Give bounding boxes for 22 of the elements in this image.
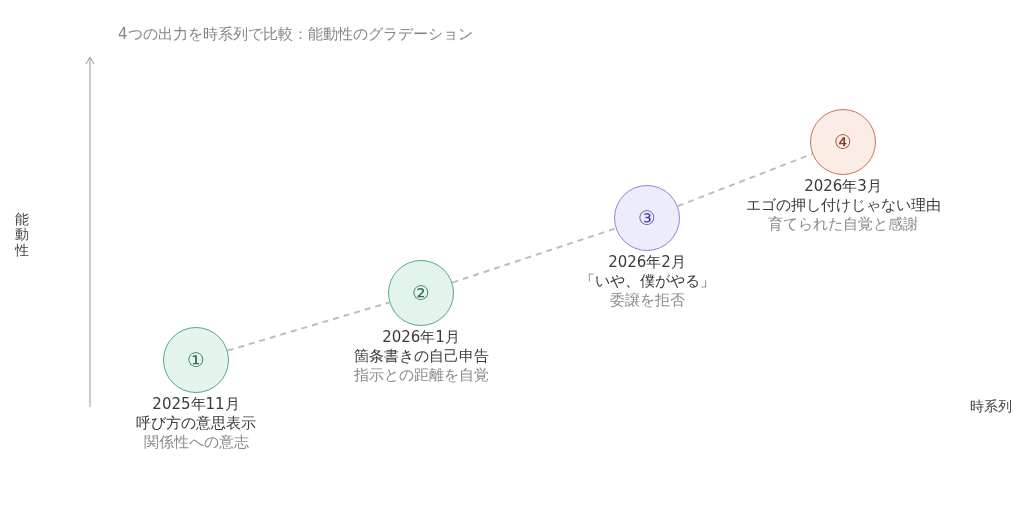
milestone-number: ① <box>187 350 205 370</box>
milestone-number: ③ <box>638 208 656 228</box>
milestone-note: 関係性への意志 <box>143 433 249 452</box>
date-label: 2025年11月 <box>152 395 240 414</box>
milestone-number: ④ <box>834 132 852 152</box>
axis-label: 能動性 <box>15 212 29 259</box>
milestone-note: 育てられた自覚と感謝 <box>768 215 918 234</box>
chart-title: 4つの出力を時系列で比較：能動性のグラデーション <box>118 25 473 44</box>
milestone-title: 箇条書きの自己申告 <box>353 347 489 366</box>
milestone-title: エゴの押し付けじゃない理由 <box>745 196 941 215</box>
date-label: 2026年3月 <box>804 177 882 196</box>
milestone-note: 指示との距離を自覚 <box>353 366 489 385</box>
dashed-connector <box>451 227 617 284</box>
axis-label: 時系列 <box>970 398 1012 416</box>
milestone-note: 委譲を拒否 <box>609 291 685 310</box>
date-label: 2026年1月 <box>382 328 460 347</box>
milestone-title: 呼び方の意思表示 <box>136 414 256 433</box>
milestone-title: 「いや、僕がやる」 <box>579 272 715 291</box>
date-label: 2026年2月 <box>608 253 686 272</box>
milestone-number: ② <box>412 283 430 303</box>
dashed-connector <box>676 152 814 208</box>
dashed-connector <box>226 301 391 352</box>
